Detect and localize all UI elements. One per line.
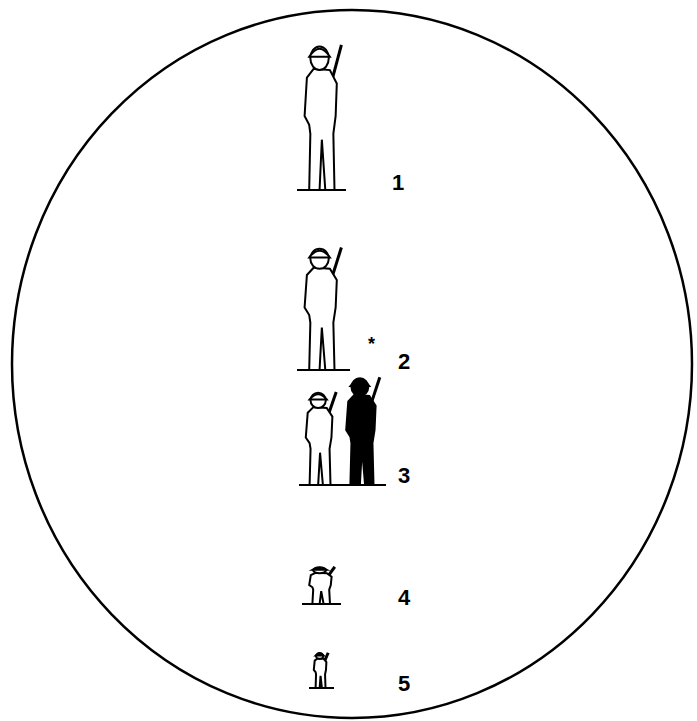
callout-number: 1 — [392, 172, 404, 194]
callout-number: 4 — [398, 587, 410, 609]
callout-number: 5 — [398, 673, 410, 695]
soldier-silhouette-dark — [346, 377, 380, 485]
ground-line — [299, 484, 386, 486]
soldier-silhouette — [306, 392, 336, 485]
callout-number: * — [368, 335, 375, 353]
soldier-silhouette — [309, 567, 335, 604]
ground-line — [297, 189, 346, 191]
callout-number: 3 — [398, 465, 410, 487]
ground-line — [297, 369, 350, 371]
callout-number: 2 — [398, 351, 410, 373]
soldier-silhouette — [314, 653, 328, 688]
soldier-silhouette — [305, 45, 342, 190]
ground-line — [309, 687, 334, 689]
scope-circle — [12, 10, 692, 718]
soldier-silhouette — [305, 248, 342, 371]
ground-line — [302, 603, 341, 605]
